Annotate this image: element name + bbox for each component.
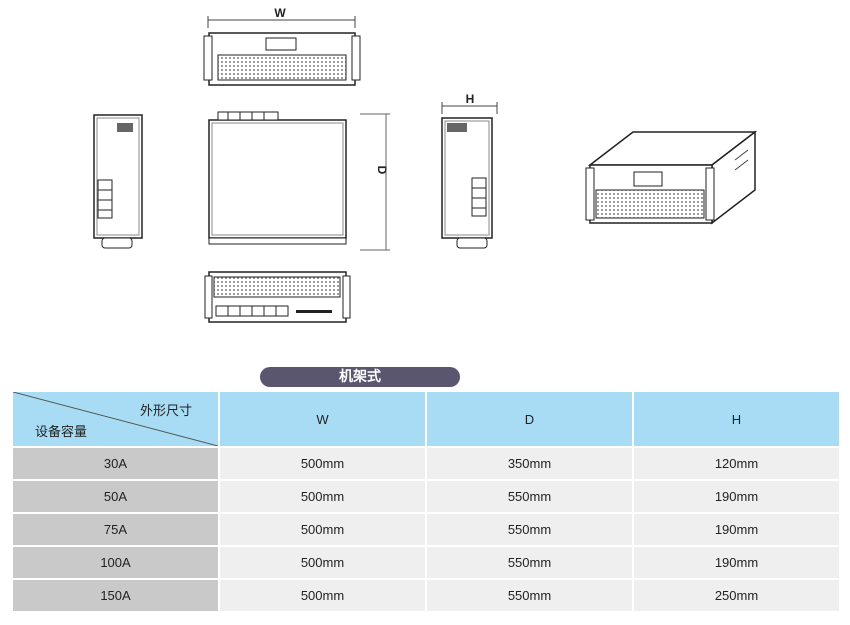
side-view-h-label: H [466,92,475,106]
table-row: 150A 500mm 550mm 250mm [13,580,839,611]
front-view-w-label: W [274,6,286,20]
corner-capacity-label: 设备容量 [35,425,88,440]
top-view-drawing: D [208,111,390,251]
cell-d: 550mm [427,481,632,512]
cell-d: 550mm [427,547,632,578]
column-header-d: D [427,392,632,446]
cell-w: 500mm [220,448,425,479]
table-row: 100A 500mm 550mm 190mm [13,547,839,578]
section-title-pill: 机架式 [260,367,460,387]
cell-w: 500mm [220,514,425,545]
cell-d: 550mm [427,580,632,611]
table-corner-header: 外形尺寸 设备容量 [13,392,218,446]
cell-h: 120mm [634,448,839,479]
cell-w: 500mm [220,580,425,611]
table-header-row: 外形尺寸 设备容量 W D H [13,392,839,446]
cell-w: 500mm [220,547,425,578]
isometric-view-drawing [585,130,758,225]
front-view-drawing: W [203,6,361,86]
cell-h: 190mm [634,481,839,512]
table-row: 50A 500mm 550mm 190mm [13,481,839,512]
left-side-view-drawing [93,114,143,249]
column-header-h: H [634,392,839,446]
row-capacity: 150A [13,580,218,611]
row-capacity: 30A [13,448,218,479]
column-header-w: W [220,392,425,446]
cell-h: 190mm [634,514,839,545]
cell-w: 500mm [220,481,425,512]
row-capacity: 75A [13,514,218,545]
right-side-view-drawing: H [441,92,498,249]
diagonal-line [13,392,218,446]
cell-h: 190mm [634,547,839,578]
corner-dimension-label: 外形尺寸 [139,404,192,419]
table-row: 30A 500mm 350mm 120mm [13,448,839,479]
row-capacity: 50A [13,481,218,512]
cell-h: 250mm [634,580,839,611]
spec-table: 外形尺寸 设备容量 W D H 30A 500mm 350mm 120mm 50… [11,390,841,613]
cell-d: 350mm [427,448,632,479]
rear-view-drawing [204,271,351,323]
table-row: 75A 500mm 550mm 190mm [13,514,839,545]
cell-d: 550mm [427,514,632,545]
top-view-d-label: D [375,166,389,175]
row-capacity: 100A [13,547,218,578]
technical-drawings: W D H [93,6,758,323]
